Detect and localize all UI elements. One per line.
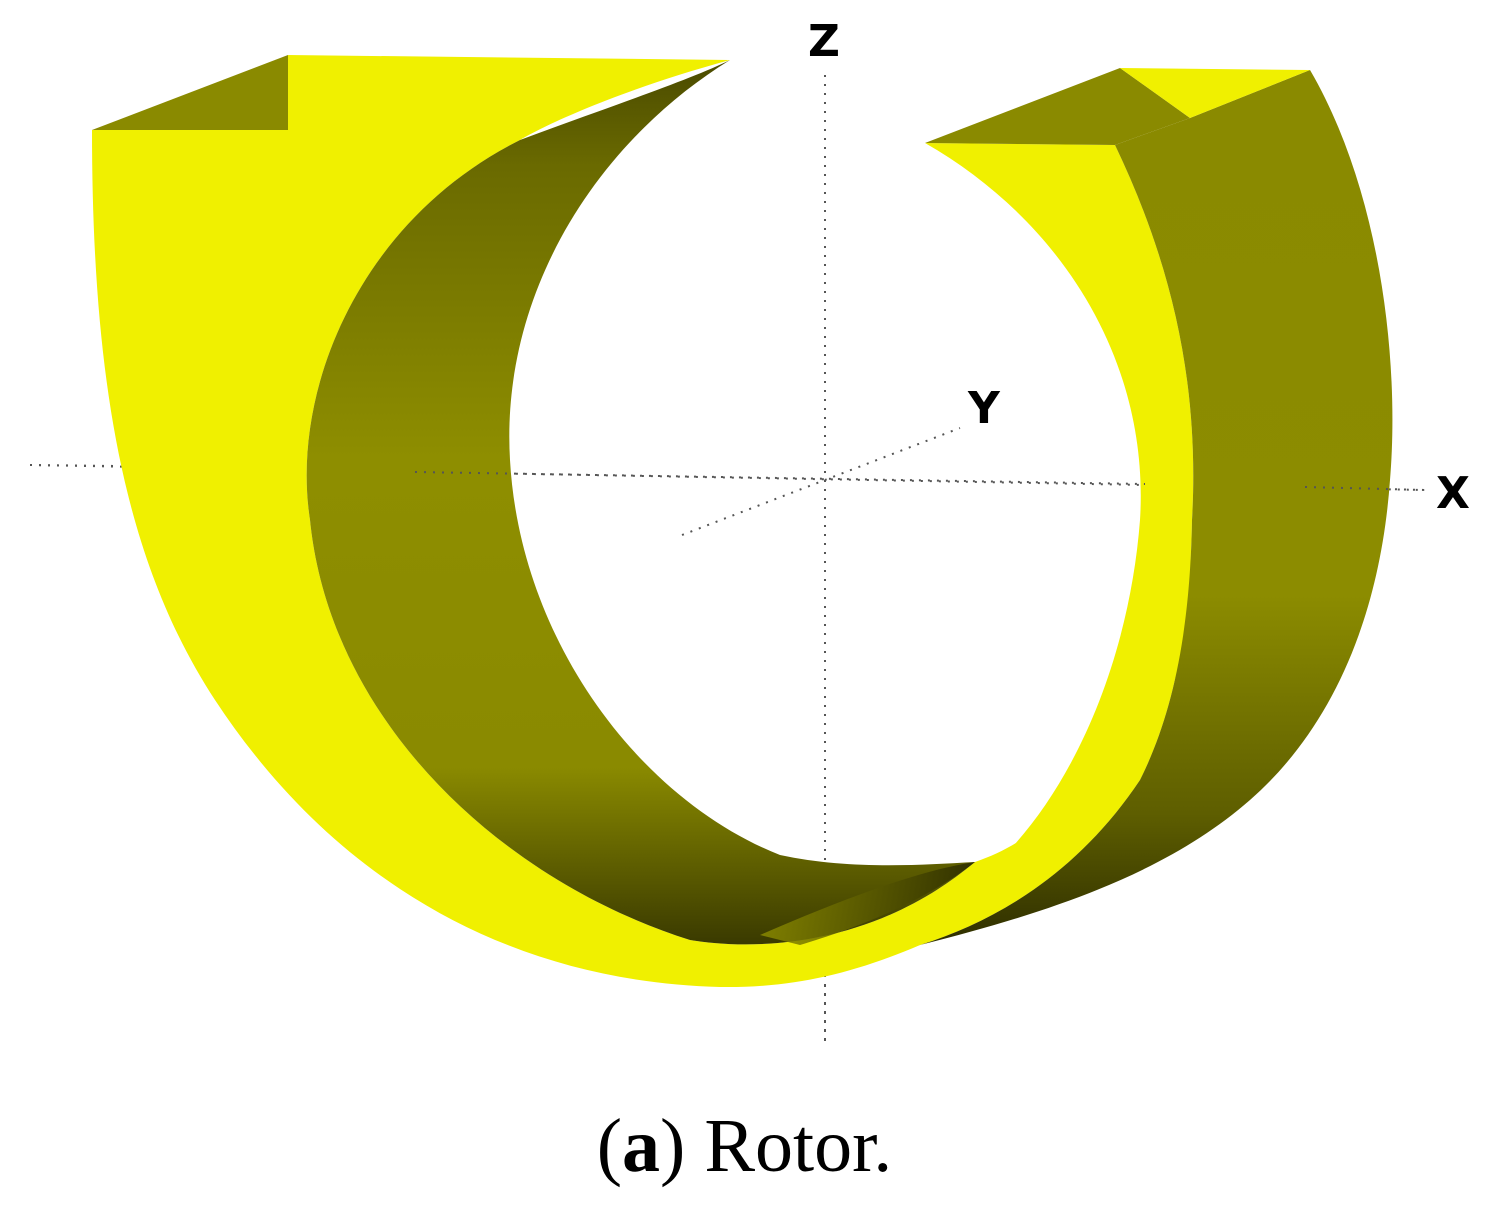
right-blade-rim: [800, 143, 1194, 980]
x-axis-label: X: [1436, 468, 1470, 519]
left-blade-outer-face: [92, 55, 1191, 988]
right-blade-top-face: [1120, 68, 1310, 118]
x-axis-left-segment: [29, 464, 119, 467]
bottom-shadow: [760, 862, 975, 945]
front-axes: [29, 75, 1426, 1045]
left-blade-end-cap: [92, 55, 288, 130]
caption-letter: a: [622, 1104, 661, 1188]
y-axis-label: Y: [967, 383, 1001, 434]
right-blade-outer-face: [920, 70, 1393, 945]
z-axis-label: Z: [808, 16, 840, 67]
caption-text: Rotor.: [685, 1104, 893, 1188]
left-blade-inner-face: [306, 60, 976, 945]
x-axis-front-segment: [414, 471, 1146, 485]
x-axis-right-segment: [1304, 486, 1426, 491]
caption-close-paren: ): [660, 1104, 686, 1188]
y-axis-line: [681, 427, 961, 536]
figure-caption: (a) Rotor.: [0, 1108, 1489, 1184]
caption-open-paren: (: [596, 1104, 623, 1188]
right-blade-end-cap: [925, 68, 1190, 145]
